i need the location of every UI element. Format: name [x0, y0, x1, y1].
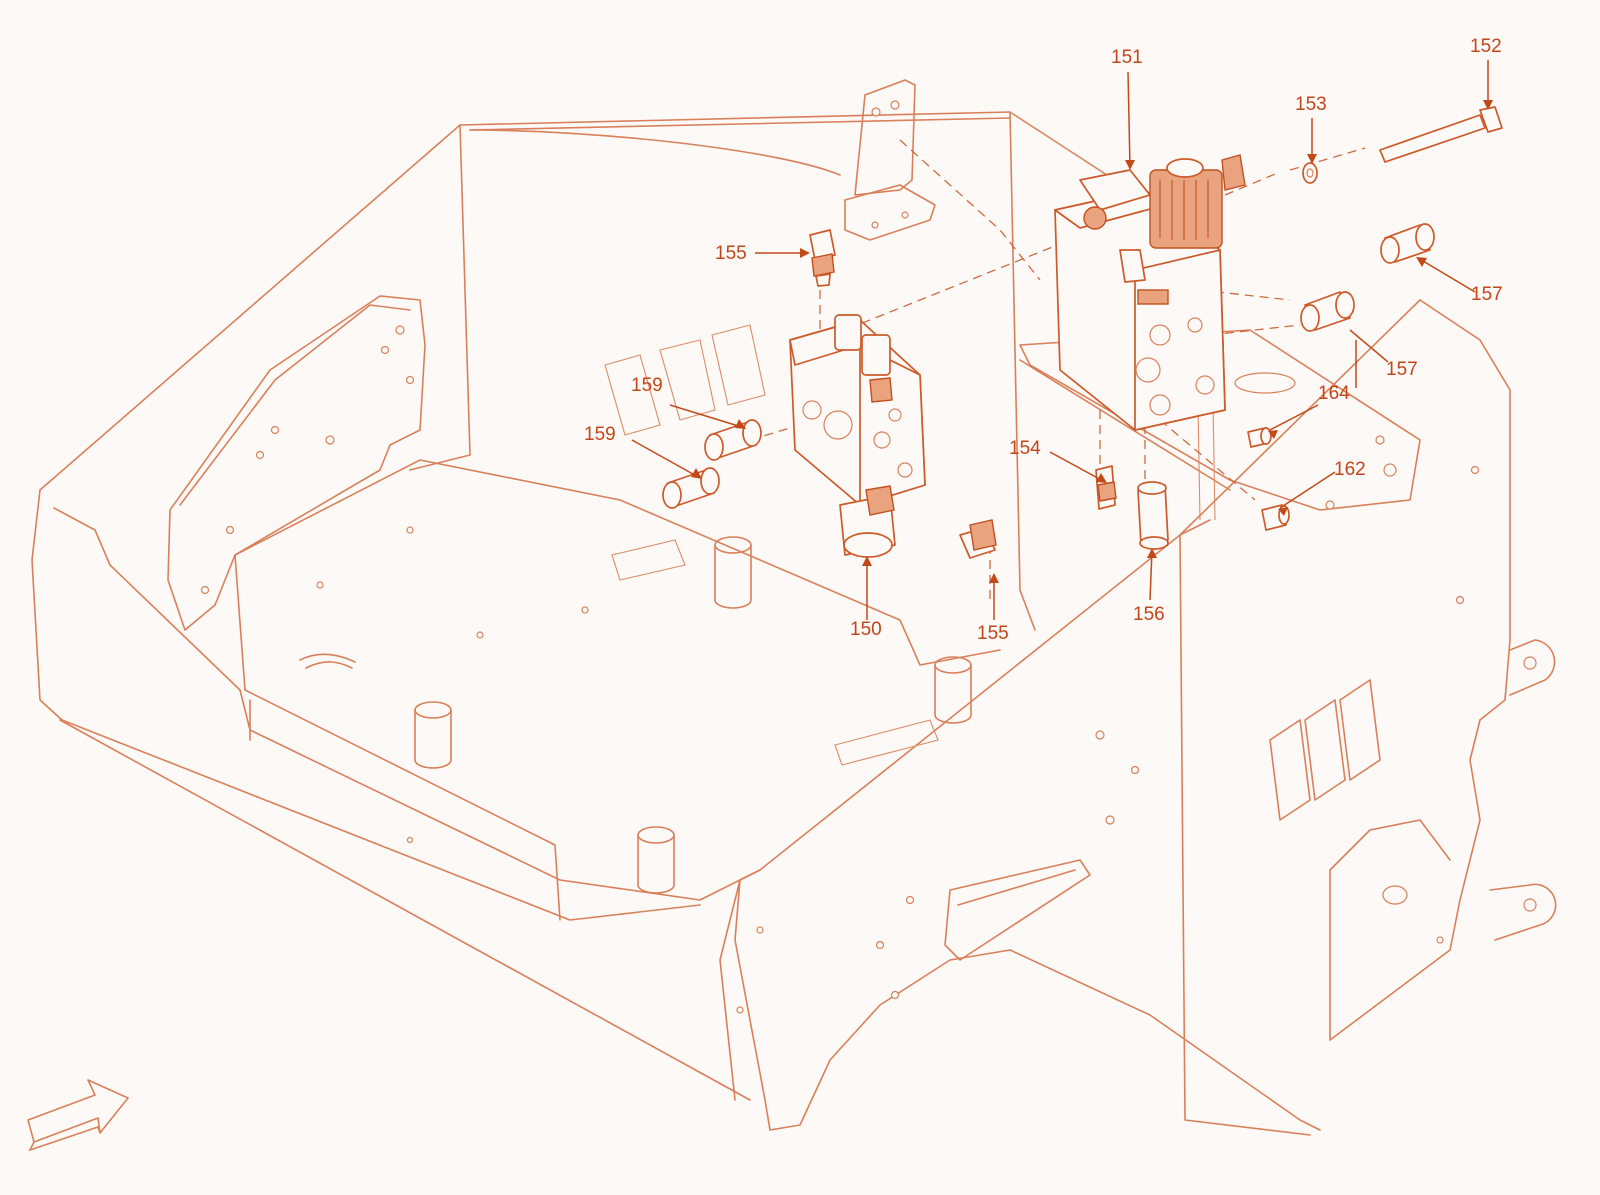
left-bracket-plate — [167, 295, 426, 631]
spacers — [414, 536, 972, 894]
fitting-157-lower — [1300, 291, 1355, 332]
callout-162: 162 — [1334, 459, 1366, 480]
callout-151: 151 — [1111, 47, 1143, 68]
frame-right-wall — [1179, 299, 1557, 1136]
callout-154: 154 — [1009, 438, 1041, 459]
callout-155-upper: 155 — [715, 243, 747, 264]
frame-floor — [234, 459, 1001, 844]
fitting-159-lower — [662, 467, 720, 509]
bolt-152 — [1379, 106, 1503, 163]
callout-155-lower: 155 — [977, 623, 1009, 644]
fitting-159-upper — [704, 419, 762, 461]
frame-left-wall — [31, 111, 1211, 921]
sensor-155-upper — [809, 229, 836, 287]
solenoid-valve-151 — [1054, 154, 1246, 431]
fitting-156 — [1137, 481, 1169, 550]
callout-156: 156 — [1133, 604, 1165, 625]
washer-153 — [1302, 162, 1318, 184]
leader-lines — [631, 60, 1493, 620]
fitting-157-upper — [1380, 223, 1435, 264]
callout-159-lower: 159 — [584, 424, 616, 445]
sensor-155-lower — [959, 519, 997, 559]
valve-mount-plate — [1019, 329, 1421, 511]
callout-164: 164 — [1318, 383, 1350, 404]
callout-150: 150 — [850, 619, 882, 640]
plug-164 — [1247, 427, 1272, 448]
callout-159-upper: 159 — [631, 375, 663, 396]
callout-153: 153 — [1295, 94, 1327, 115]
callout-152: 152 — [1470, 36, 1502, 57]
orientation-arrow-icon — [27, 1079, 129, 1152]
frame-front-wall — [59, 519, 1321, 1131]
sensor-154 — [1095, 465, 1117, 510]
valve-block-150 — [789, 314, 926, 558]
callout-157-upper: 157 — [1471, 284, 1503, 305]
callout-157-lower: 157 — [1386, 359, 1418, 380]
top-bracket — [469, 79, 936, 241]
ghost-brackets — [604, 324, 939, 766]
